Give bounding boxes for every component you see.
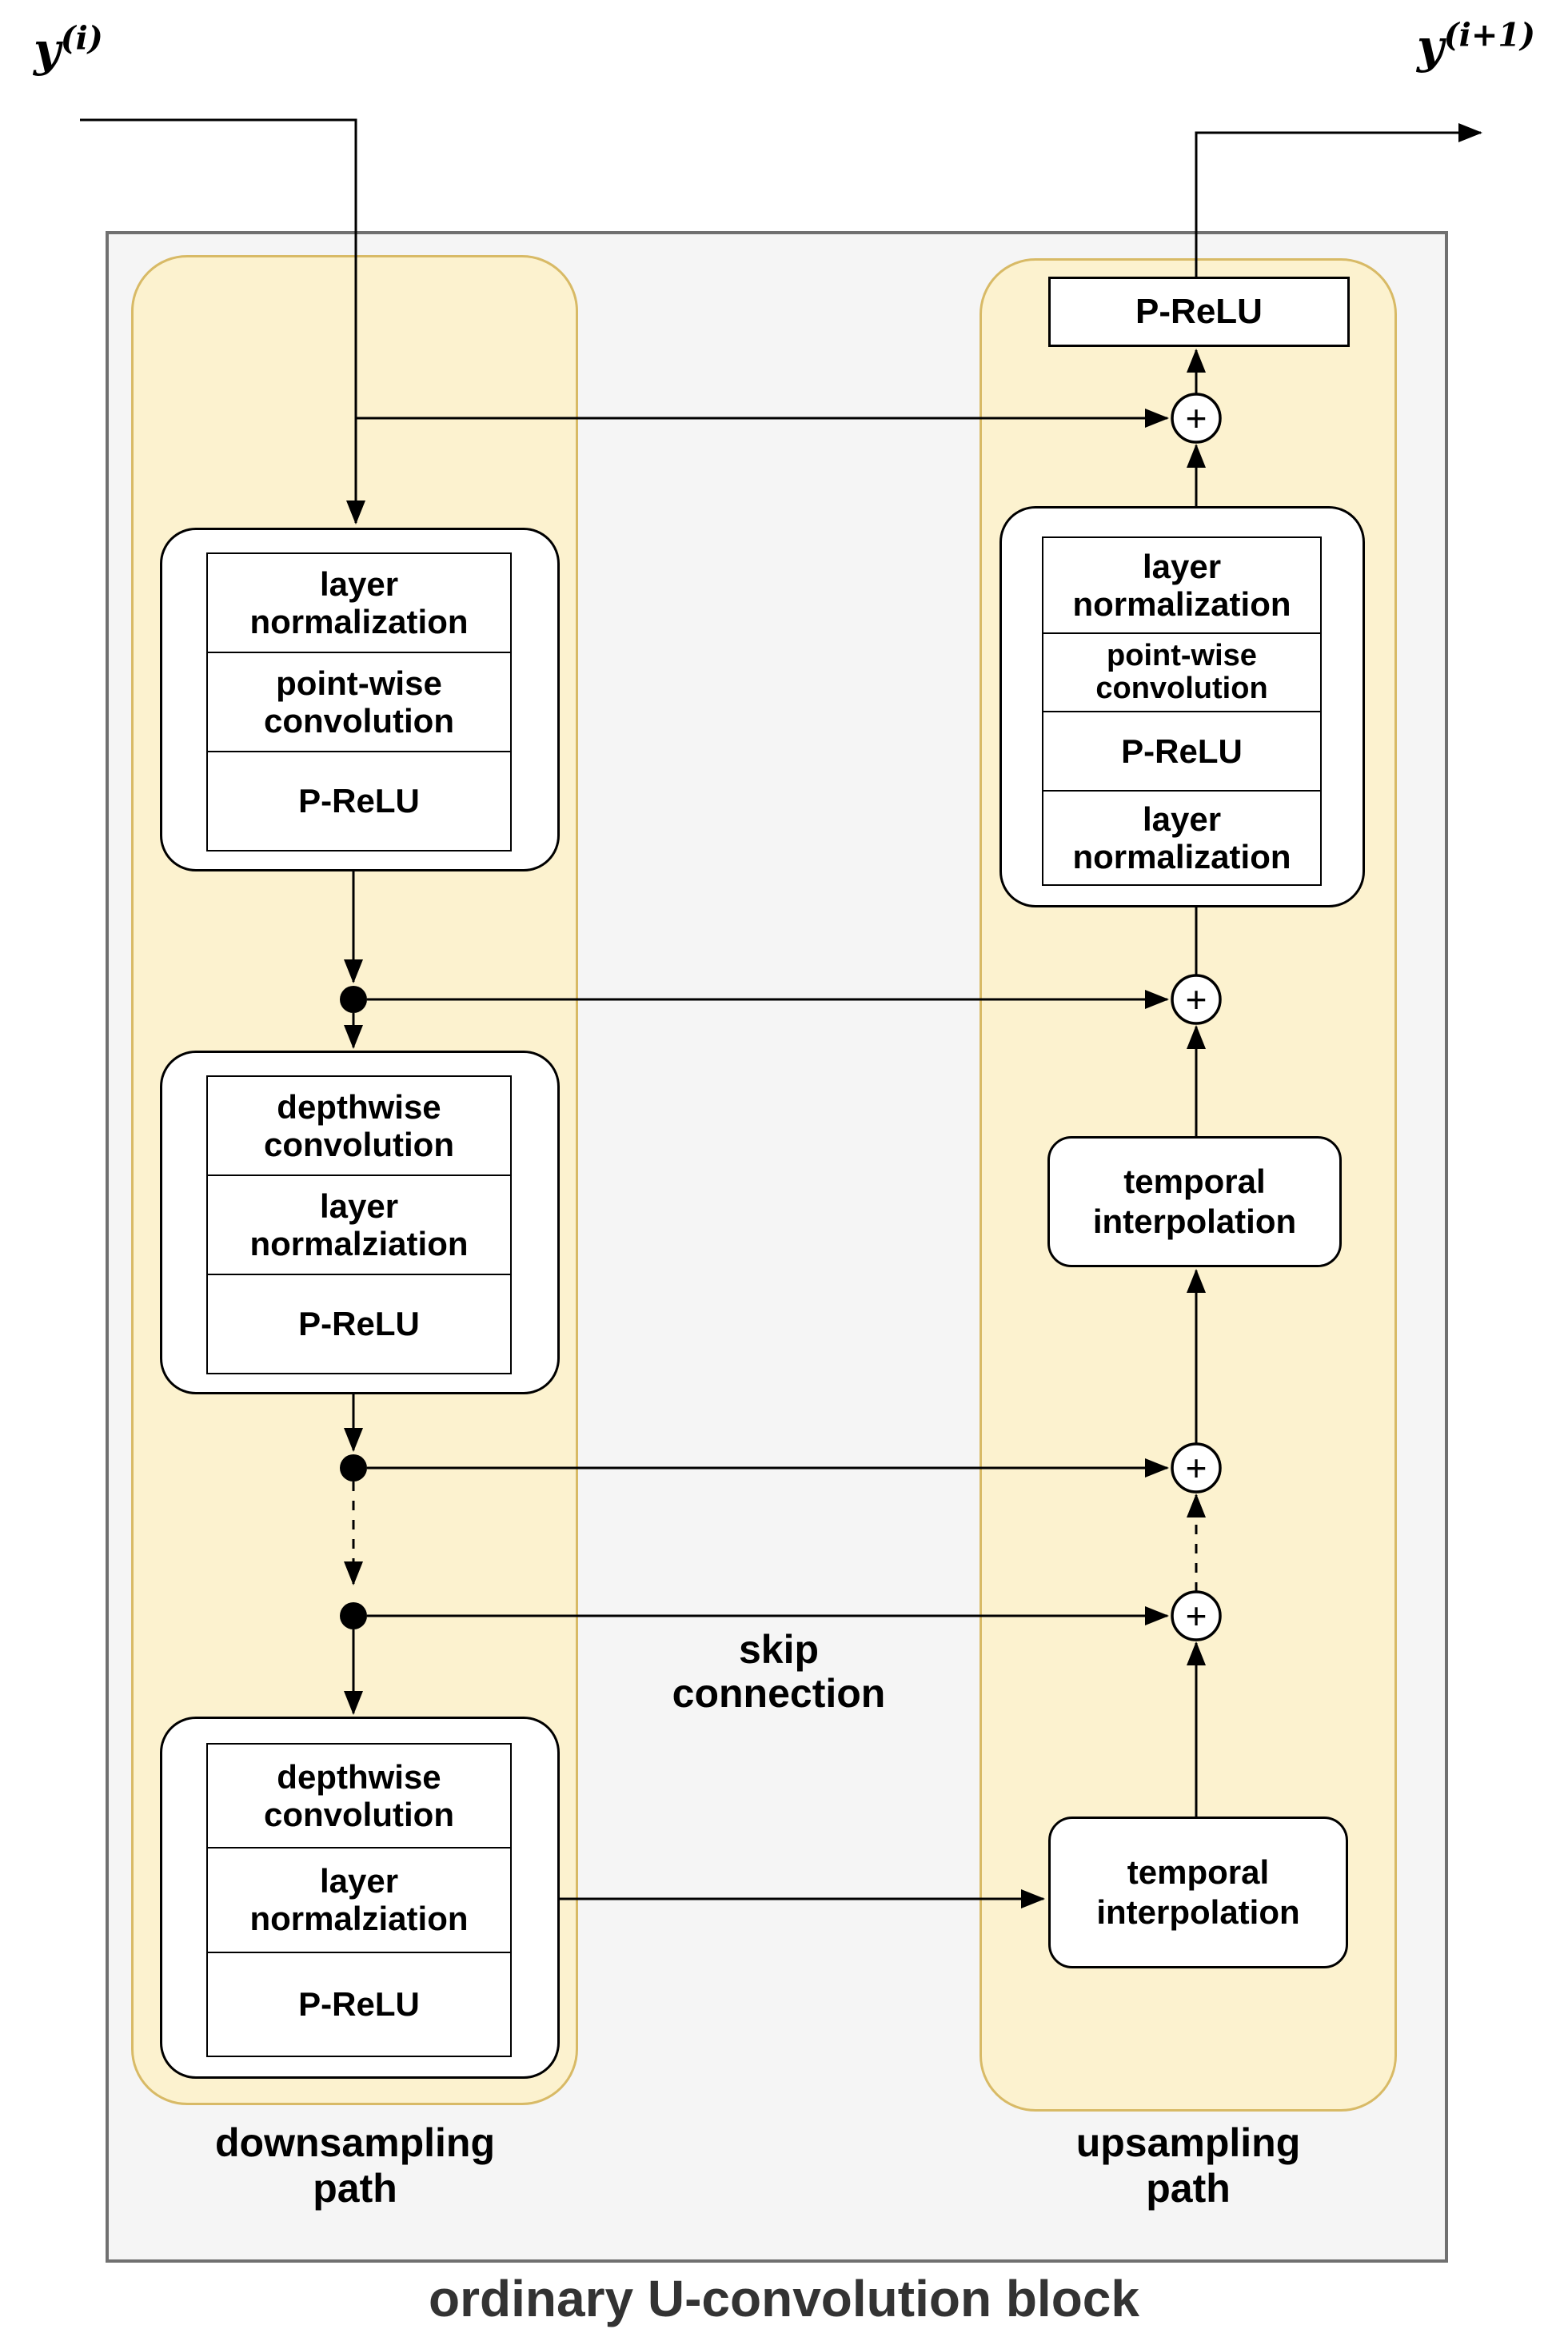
plus-icon: +	[1185, 397, 1207, 439]
layer-row: P-ReLU	[1043, 712, 1320, 792]
output-signal-base: y	[1417, 19, 1444, 74]
layer-row: layer normalization	[208, 554, 510, 653]
input-signal-base: y	[34, 22, 61, 77]
diagram-caption: ordinary U-convolution block	[429, 2270, 1139, 2327]
layer-row: layer normalziation	[208, 1848, 510, 1953]
upsampling-path-label: upsampling path	[1075, 2120, 1301, 2211]
up-block-1: layer normalization point-wise convoluti…	[999, 506, 1365, 907]
down-block-3: depthwise convolution layer normalziatio…	[160, 1717, 560, 2079]
output-signal-superscript: (i+1)	[1443, 16, 1536, 54]
layer-row: layer normalization	[1043, 538, 1320, 634]
layer-row: P-ReLU	[298, 1985, 420, 2024]
layer-row: point-wise convolution	[1043, 634, 1320, 713]
up-prelu-box: P-ReLU	[1048, 277, 1350, 347]
layer-row: layer normalziation	[208, 1176, 510, 1275]
input-signal-superscript: (i)	[60, 19, 103, 58]
down-block-1-table: layer normalization point-wise convoluti…	[206, 552, 512, 851]
layer-row: depthwise convolution	[208, 1745, 510, 1849]
layer-row: depthwise convolution	[208, 1077, 510, 1176]
skip-connection-label: skip connection	[672, 1627, 886, 1716]
layer-row: P-ReLU	[298, 1305, 420, 1343]
layer-row: point-wise convolution	[208, 653, 510, 752]
temporal-interpolation-box-1: temporal interpolation	[1047, 1136, 1342, 1267]
input-signal-label: y(i)	[34, 22, 103, 77]
layer-row: P-ReLU	[298, 782, 420, 820]
output-signal-label: y(i+1)	[1417, 19, 1535, 74]
up-block-1-table: layer normalization point-wise convoluti…	[1042, 536, 1322, 886]
downsampling-path-label: downsampling path	[215, 2120, 495, 2211]
plus-icon: +	[1185, 1447, 1207, 1489]
down-block-2: depthwise convolution layer normalziatio…	[160, 1051, 560, 1394]
plus-icon: +	[1185, 979, 1207, 1020]
layer-row: layer normalization	[1072, 800, 1291, 876]
down-block-1: layer normalization point-wise convoluti…	[160, 528, 560, 871]
down-block-2-table: depthwise convolution layer normalziatio…	[206, 1075, 512, 1374]
temporal-interpolation-box-2: temporal interpolation	[1048, 1817, 1348, 1968]
plus-icon: +	[1185, 1595, 1207, 1637]
down-block-3-table: depthwise convolution layer normalziatio…	[206, 1743, 512, 2057]
